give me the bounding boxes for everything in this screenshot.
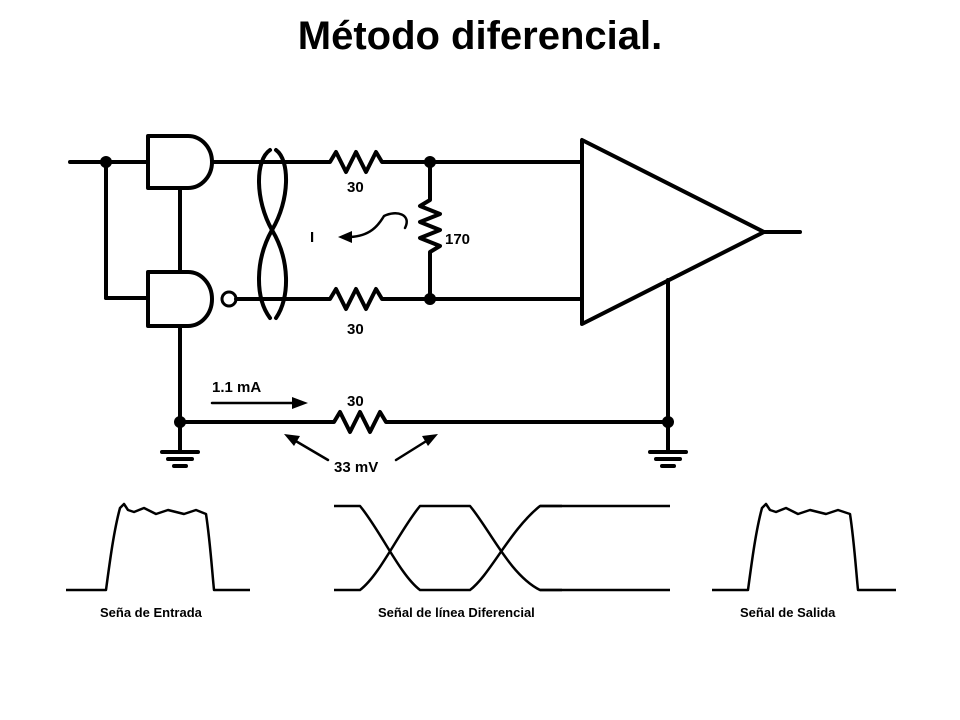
voltage-arrows: [284, 434, 438, 462]
current-label: I: [310, 229, 314, 246]
output-caption: Señal de Salida: [740, 605, 836, 620]
resistor-bottom-label: 30: [347, 321, 364, 338]
ground-current-label: 1.1 mA: [212, 379, 261, 396]
ground-symbol-left: [160, 420, 200, 468]
page-title: Método diferencial.: [297, 14, 663, 58]
twisted-pair: [210, 148, 320, 320]
resistor-top: [316, 150, 432, 174]
differential-caption: Señal de línea Diferencial: [378, 605, 535, 620]
input-waveform: [66, 502, 250, 592]
differential-waveform: [334, 504, 670, 592]
resistor-terminator-label: 170: [445, 231, 470, 248]
ground-voltage-label: 33 mV: [334, 459, 378, 476]
driver-gate-bottom: [146, 270, 238, 328]
driver-gate-top: [146, 134, 214, 190]
ground-current-arrow: [210, 397, 308, 409]
resistor-terminator: [418, 160, 442, 301]
receiver-amplifier: [580, 138, 766, 326]
ground-symbol-right: [648, 420, 688, 468]
resistor-top-label: 30: [347, 179, 364, 196]
output-waveform: [712, 502, 896, 592]
current-arrow: [338, 212, 408, 243]
resistor-ground-label: 30: [347, 393, 364, 410]
resistor-bottom: [316, 287, 432, 311]
input-wire: [68, 156, 150, 300]
ground-return: [174, 410, 674, 434]
input-caption: Seña de Entrada: [100, 605, 203, 620]
